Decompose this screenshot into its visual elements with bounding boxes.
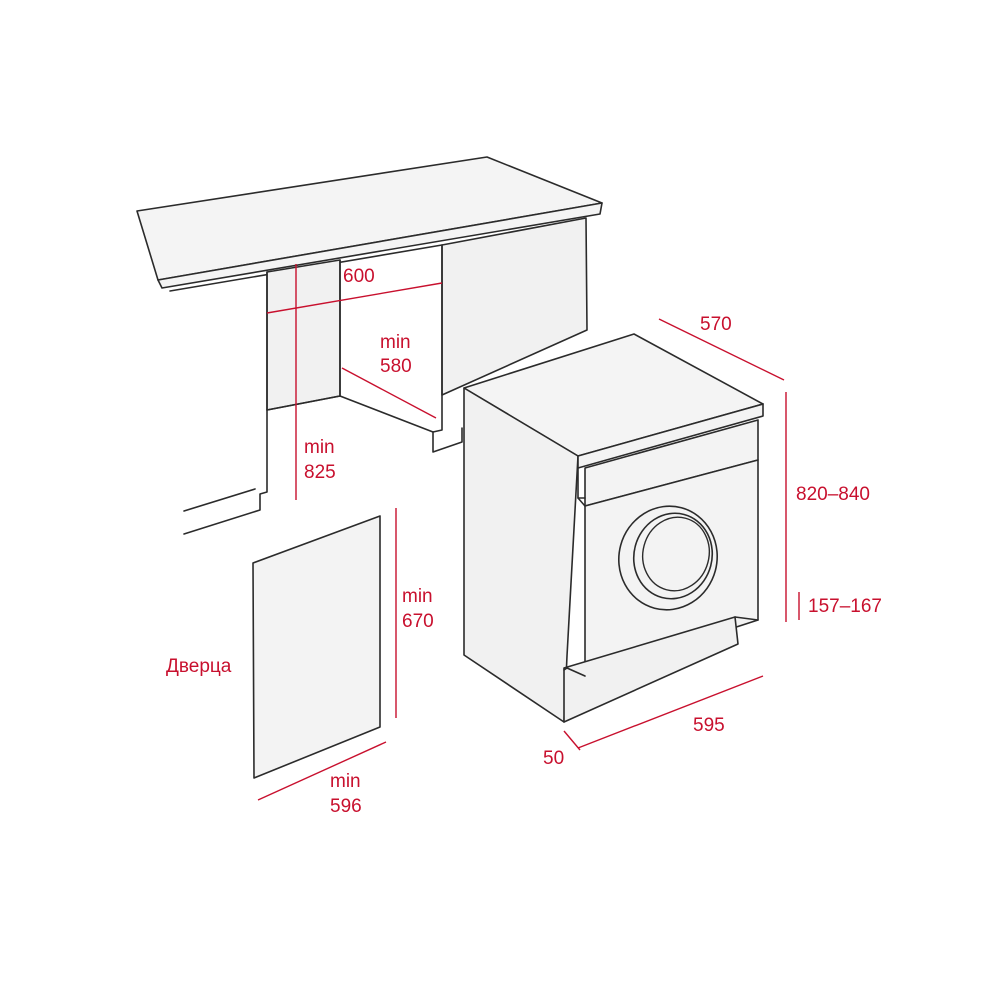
cabinet-floor-right xyxy=(339,395,434,433)
machine-plinth-corner xyxy=(563,667,586,677)
label-670-min: min xyxy=(402,586,433,607)
dim-line-596 xyxy=(257,741,387,801)
left-panel-front-edge xyxy=(183,271,268,535)
label-157-167: 157–167 xyxy=(808,596,882,617)
dim-line-595 xyxy=(577,675,764,749)
cabinet-floor-left xyxy=(266,395,341,411)
cabinet-side-panel-left xyxy=(183,259,434,535)
label-600: 600 xyxy=(343,266,375,287)
dim-line-50 xyxy=(563,730,581,751)
label-670: 670 xyxy=(402,611,434,632)
label-580: 580 xyxy=(380,356,412,377)
porthole-icon xyxy=(617,505,719,611)
cabinet-side-panel-right xyxy=(432,217,588,453)
label-825-min: min xyxy=(304,437,335,458)
label-825: 825 xyxy=(304,462,336,483)
label-door: Дверца xyxy=(166,656,232,677)
machine-top-lip xyxy=(577,403,764,469)
label-50: 50 xyxy=(543,748,564,769)
machine-plinth xyxy=(563,616,739,723)
right-panel-front-edge xyxy=(432,244,463,453)
machine-dimensions: 570 820–840 157–167 595 50 xyxy=(543,314,882,769)
dim-line-580 xyxy=(341,367,437,419)
label-595: 595 xyxy=(693,715,725,736)
cabinet-dimensions: 600 min 580 min 825 xyxy=(266,264,443,500)
label-570: 570 xyxy=(700,314,732,335)
label-820-840: 820–840 xyxy=(796,484,870,505)
machine-panel-step-2 xyxy=(577,497,586,507)
machine-panel-step xyxy=(577,467,586,499)
door-panel: Дверца min 670 min 596 xyxy=(166,508,434,817)
dim-line-570 xyxy=(658,318,785,381)
machine-plinth-right xyxy=(734,616,759,621)
countertop-front-edge xyxy=(157,202,603,289)
door-face xyxy=(252,515,381,779)
label-580-min: min xyxy=(380,332,411,353)
label-596-min: min xyxy=(330,771,361,792)
label-596: 596 xyxy=(330,796,362,817)
washing-machine xyxy=(463,333,764,723)
left-panel-base-line xyxy=(183,488,256,512)
left-panel-face xyxy=(266,259,341,411)
